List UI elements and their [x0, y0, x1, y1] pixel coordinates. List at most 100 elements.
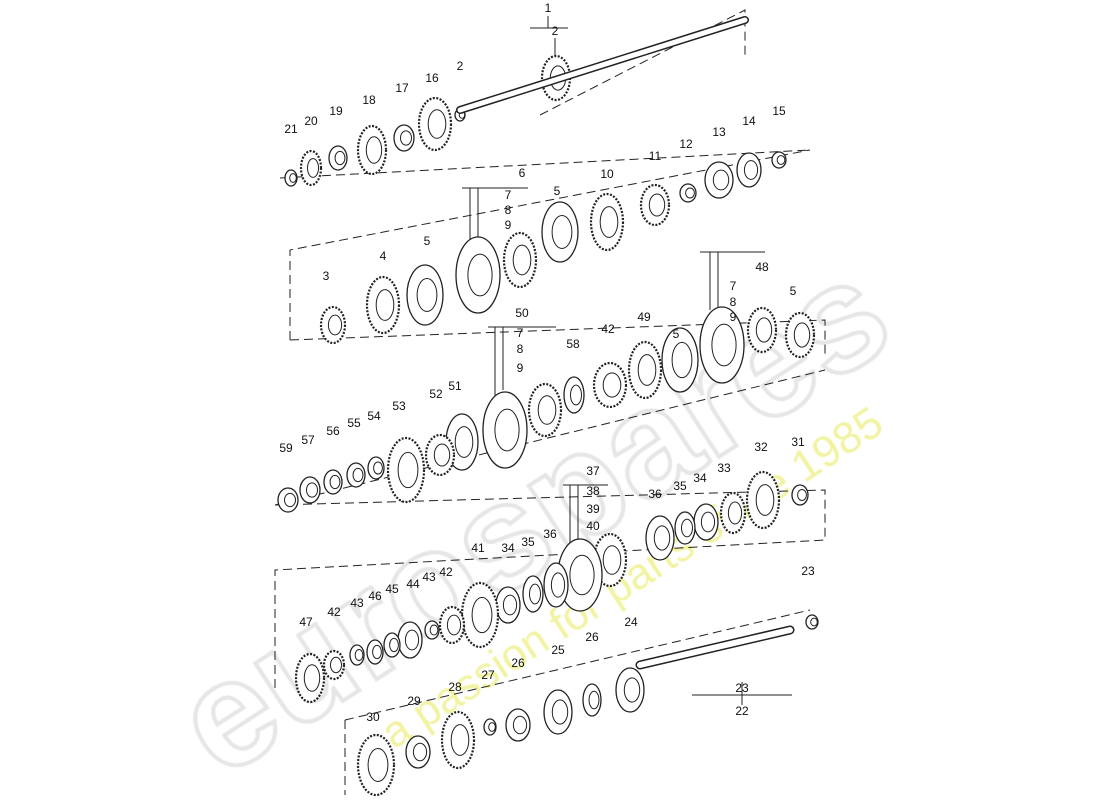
part-number-label[interactable]: 38: [586, 484, 600, 498]
part-number-label[interactable]: 49: [637, 310, 651, 324]
ring-part[interactable]: [495, 586, 521, 624]
ring-part[interactable]: [299, 476, 321, 504]
part-number-label[interactable]: 26: [511, 656, 525, 670]
ring-part[interactable]: [483, 718, 497, 736]
part-number-label[interactable]: 8: [730, 295, 737, 309]
part-number-label[interactable]: 18: [362, 93, 376, 107]
part-number-label[interactable]: 42: [601, 322, 615, 336]
ring-part[interactable]: [674, 511, 696, 545]
ring-part[interactable]: [704, 161, 734, 199]
part-number-label[interactable]: 42: [439, 565, 453, 579]
part-number-label[interactable]: 53: [392, 399, 406, 413]
part-number-label[interactable]: 7: [505, 188, 512, 202]
ring-part[interactable]: [699, 306, 745, 384]
gear-part[interactable]: [440, 710, 476, 770]
gear-part[interactable]: [438, 605, 466, 645]
part-number-label[interactable]: 22: [735, 704, 749, 718]
part-number-label[interactable]: 48: [755, 260, 769, 274]
part-number-label[interactable]: 20: [304, 114, 318, 128]
part-number-label[interactable]: 27: [481, 668, 495, 682]
part-number-label[interactable]: 55: [347, 416, 361, 430]
part-number-label[interactable]: 8: [505, 203, 512, 217]
part-number-label[interactable]: 2: [552, 24, 559, 38]
part-number-label[interactable]: 47: [299, 615, 313, 629]
gear-part[interactable]: [745, 470, 781, 530]
part-number-label[interactable]: 32: [754, 440, 768, 454]
ring-part[interactable]: [582, 683, 602, 717]
ring-part[interactable]: [397, 621, 423, 659]
part-number-label[interactable]: 46: [368, 589, 382, 603]
part-number-label[interactable]: 13: [712, 125, 726, 139]
ring-part[interactable]: [366, 639, 384, 665]
part-number-label[interactable]: 8: [517, 342, 524, 356]
gear-part[interactable]: [356, 124, 388, 176]
ring-part[interactable]: [661, 327, 699, 393]
part-number-label[interactable]: 36: [543, 527, 557, 541]
part-number-label[interactable]: 34: [693, 471, 707, 485]
gear-part[interactable]: [322, 649, 346, 681]
part-number-label[interactable]: 31: [791, 435, 805, 449]
gear-part[interactable]: [417, 96, 453, 152]
ring-part[interactable]: [346, 462, 366, 488]
part-number-label[interactable]: 57: [301, 433, 315, 447]
part-number-label[interactable]: 19: [329, 104, 343, 118]
part-number-label[interactable]: 43: [422, 570, 436, 584]
gear-part[interactable]: [356, 733, 396, 797]
ring-part[interactable]: [349, 644, 365, 666]
part-number-label[interactable]: 52: [429, 387, 443, 401]
part-number-label[interactable]: 54: [367, 409, 381, 423]
part-number-label[interactable]: 50: [515, 306, 529, 320]
part-number-label[interactable]: 5: [554, 184, 561, 198]
gear-part[interactable]: [299, 149, 323, 187]
part-number-label[interactable]: 23: [735, 681, 749, 695]
part-number-label[interactable]: 35: [673, 479, 687, 493]
ring-part[interactable]: [393, 124, 415, 152]
part-number-label[interactable]: 14: [742, 114, 756, 128]
part-number-label[interactable]: 33: [717, 461, 731, 475]
ring-part[interactable]: [284, 169, 298, 187]
part-number-label[interactable]: 43: [350, 596, 364, 610]
ring-part[interactable]: [771, 151, 787, 169]
ring-part[interactable]: [615, 667, 645, 713]
part-number-label[interactable]: 36: [648, 487, 662, 501]
gear-part[interactable]: [746, 306, 778, 354]
part-number-label[interactable]: 7: [730, 279, 737, 293]
part-number-label[interactable]: 34: [501, 541, 515, 555]
gear-part[interactable]: [294, 652, 326, 704]
part-number-label[interactable]: 7: [517, 326, 524, 340]
ring-part[interactable]: [323, 469, 343, 495]
part-number-label[interactable]: 9: [505, 218, 512, 232]
part-number-label[interactable]: 16: [425, 71, 439, 85]
part-number-label[interactable]: 45: [385, 582, 399, 596]
part-number-label[interactable]: 11: [649, 149, 662, 163]
part-number-label[interactable]: 4: [380, 249, 387, 263]
ring-part[interactable]: [541, 201, 579, 263]
part-number-label[interactable]: 5: [424, 234, 431, 248]
ring-part[interactable]: [405, 735, 431, 769]
gear-part[interactable]: [639, 183, 671, 227]
ring-part[interactable]: [505, 708, 531, 742]
ring-part[interactable]: [277, 487, 299, 513]
gear-part[interactable]: [460, 581, 500, 649]
part-number-label[interactable]: 23: [801, 564, 815, 578]
part-number-label[interactable]: 5: [673, 327, 680, 341]
part-number-label[interactable]: 29: [407, 694, 421, 708]
part-number-label[interactable]: 58: [566, 337, 580, 351]
part-number-label[interactable]: 12: [679, 137, 693, 151]
part-number-label[interactable]: 37: [586, 464, 600, 478]
part-number-label[interactable]: 30: [366, 710, 380, 724]
part-number-label[interactable]: 59: [279, 441, 293, 455]
part-number-label[interactable]: 39: [586, 502, 600, 516]
part-number-label[interactable]: 5: [790, 284, 797, 298]
ring-part[interactable]: [805, 614, 819, 630]
ring-part[interactable]: [791, 484, 809, 506]
ring-part[interactable]: [482, 391, 528, 469]
gear-part[interactable]: [592, 361, 628, 409]
part-number-label[interactable]: 2: [457, 59, 464, 73]
ring-part[interactable]: [455, 236, 501, 314]
part-number-label[interactable]: 40: [586, 519, 600, 533]
part-number-label[interactable]: 3: [323, 269, 330, 283]
part-number-label[interactable]: 28: [448, 680, 462, 694]
ring-part[interactable]: [543, 689, 573, 735]
ring-part[interactable]: [645, 515, 675, 561]
